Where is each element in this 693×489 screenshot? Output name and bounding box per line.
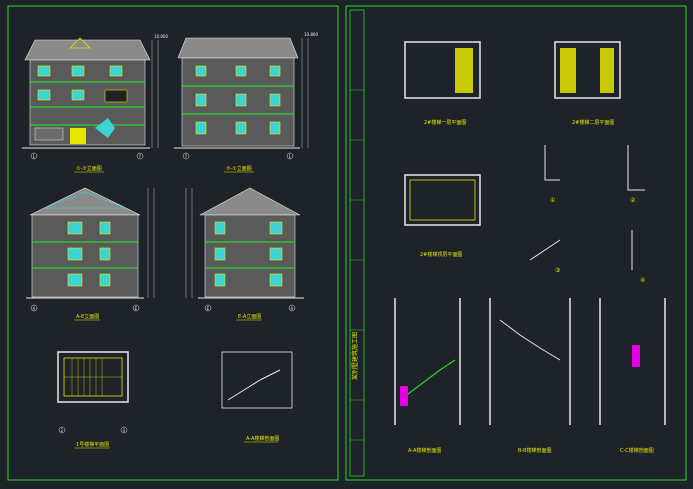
stair-plan-second: 2#楼梯二层平面图 — [554, 41, 621, 126]
view-title: A-A楼梯剖面图 — [246, 435, 279, 442]
dormer — [69, 37, 91, 49]
view-title: 2#楼梯顶层平面图 — [420, 251, 462, 258]
svg-text:1: 1 — [289, 154, 292, 159]
detail-1: ① — [544, 145, 560, 204]
level-label: 10.800 — [154, 34, 168, 39]
svg-text:E: E — [207, 306, 210, 311]
detail-2: ② — [627, 145, 645, 204]
section-cc: C-C楼梯剖面图 — [599, 298, 666, 454]
view-title: A-A楼梯剖面图 — [408, 447, 441, 454]
stair-section-aa-left: A-A楼梯剖面图 — [221, 351, 293, 443]
stair-plan-1: 1号楼梯平面图 2 3 — [57, 351, 129, 449]
svg-text:④: ④ — [640, 277, 645, 284]
side-elevation-e: E A E-A立面图 — [185, 187, 304, 321]
side-elevation-a: A E A-E立面图 — [26, 187, 155, 321]
stair-plan-third: 2#楼梯顶层平面图 — [404, 174, 481, 258]
section-bb: B-B楼梯剖面图 — [489, 298, 571, 454]
svg-text:2: 2 — [61, 428, 64, 433]
svg-text:A: A — [33, 306, 36, 311]
svg-text:10.800: 10.800 — [304, 32, 318, 37]
title-block-rows — [350, 89, 364, 441]
rear-elevation: 10.800 7 1 ⑦-①立面图 — [174, 32, 318, 173]
detail-3: ③ — [529, 239, 560, 274]
left-sheet-frame — [7, 5, 339, 481]
view-title: ⑦-①立面图 — [226, 165, 252, 172]
svg-text:③: ③ — [555, 267, 560, 274]
view-title: ①-⑦立面图 — [76, 165, 102, 172]
roof — [24, 39, 151, 61]
svg-text:E: E — [135, 306, 138, 311]
view-title: 2#楼梯一层平面图 — [424, 119, 466, 126]
view-title: 2#楼梯二层平面图 — [572, 119, 614, 126]
right-sheet-frame — [345, 5, 687, 481]
svg-text:②: ② — [630, 197, 636, 204]
view-title: B-B楼梯剖面图 — [518, 447, 552, 454]
svg-text:7: 7 — [139, 154, 142, 159]
stair-plan-ground: 2#楼梯一层平面图 — [404, 41, 481, 126]
section-aa: A-A楼梯剖面图 — [394, 298, 461, 454]
title-block-text: 某别墅建筑施工图 — [351, 332, 359, 380]
view-title: C-C楼梯剖面图 — [620, 447, 654, 454]
svg-text:1: 1 — [33, 154, 36, 159]
svg-text:①: ① — [550, 197, 555, 204]
svg-text:7: 7 — [185, 154, 188, 159]
view-title: 1号楼梯平面图 — [76, 441, 109, 448]
title-block-column — [349, 9, 365, 477]
svg-text:A: A — [291, 306, 294, 311]
view-title: A-E立面图 — [76, 313, 99, 320]
view-title: E-A立面图 — [238, 313, 261, 320]
front-elevation: 10.800 1 7 ①-⑦立面图 — [22, 34, 168, 173]
svg-text:3: 3 — [123, 428, 126, 433]
detail-4: ④ — [631, 230, 645, 284]
